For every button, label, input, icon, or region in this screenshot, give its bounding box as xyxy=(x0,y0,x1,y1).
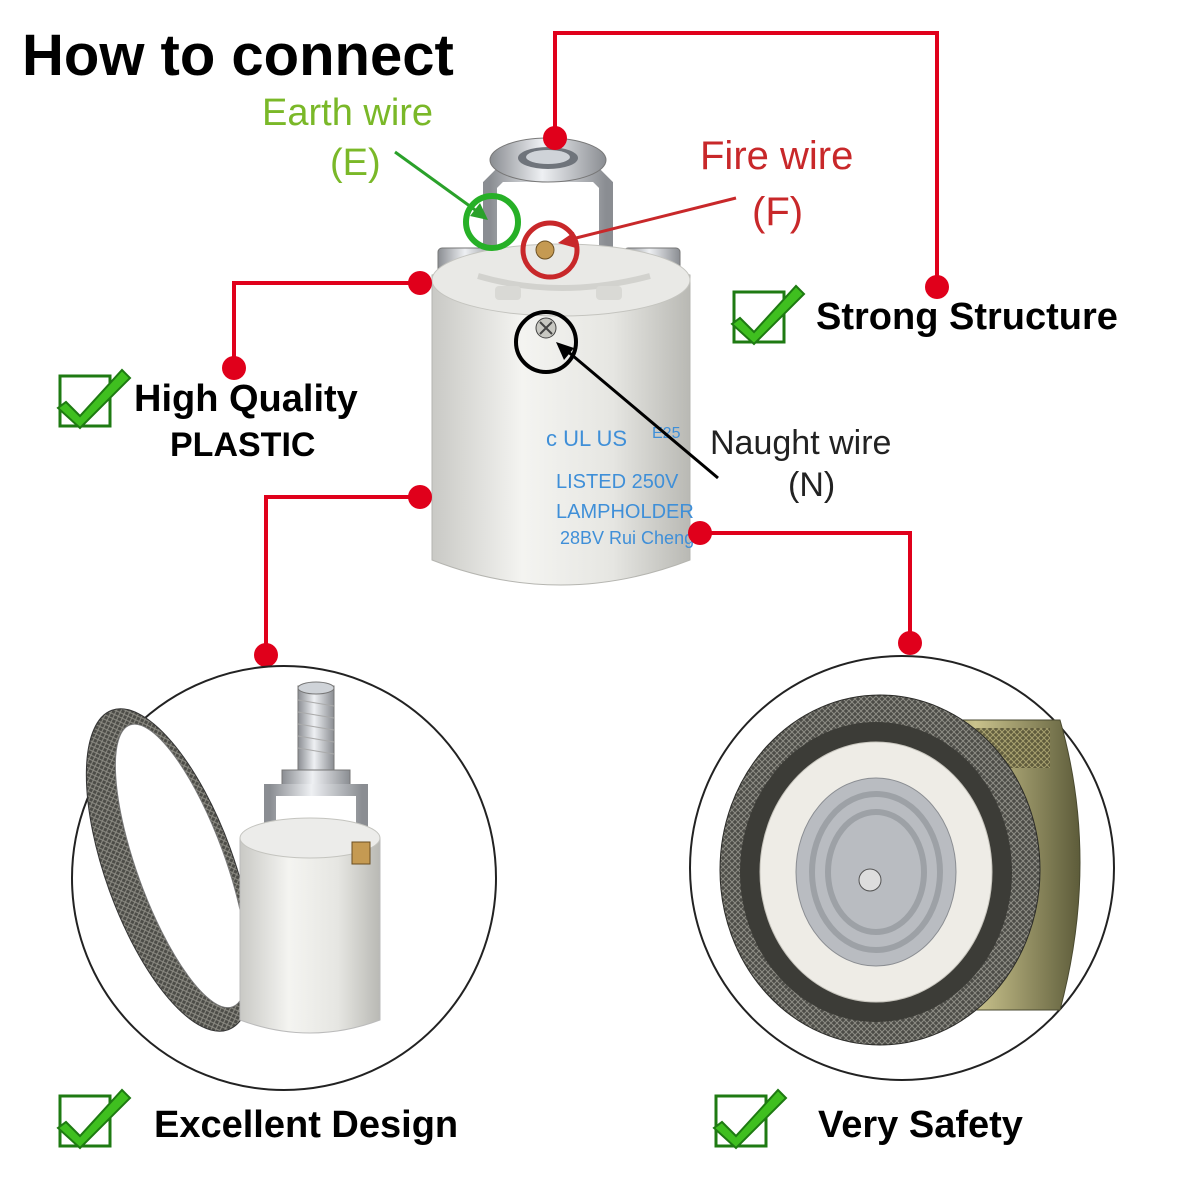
fire-callout xyxy=(520,196,737,280)
neutral-callout xyxy=(514,310,719,480)
socket-print-line3: LISTED 250V xyxy=(556,471,679,493)
fire-wire-label: Fire wire xyxy=(700,134,854,178)
check-icon-very-safety xyxy=(712,1088,788,1150)
check-icon-strong-structure xyxy=(730,284,806,346)
dot-very-safety xyxy=(898,631,922,655)
earth-callout xyxy=(394,150,521,251)
check-icon-excellent-design xyxy=(56,1088,132,1150)
neutral-terminal-ring xyxy=(514,310,578,374)
feature-strong-structure: Strong Structure xyxy=(816,296,1118,338)
safety-photo-circle xyxy=(689,655,1115,1081)
connector-dots xyxy=(222,126,949,667)
dot-body-left-lower xyxy=(408,485,432,509)
feature-high-quality-material: PLASTIC xyxy=(170,426,316,464)
dot-top xyxy=(543,126,567,150)
dot-body-right xyxy=(688,521,712,545)
earth-wire-code: (E) xyxy=(330,142,381,184)
socket-print-line4: LAMPHOLDER xyxy=(556,501,694,523)
neutral-wire-label: Naught wire xyxy=(710,424,892,462)
connector-strong-structure xyxy=(553,31,939,287)
check-icon-high-quality xyxy=(56,368,132,430)
threaded-rod xyxy=(297,685,335,779)
small-ceramic-body xyxy=(239,837,381,1034)
dot-strong-structure xyxy=(925,275,949,299)
dot-body-left-upper xyxy=(408,271,432,295)
feature-high-quality: High Quality xyxy=(134,378,358,420)
earth-wire-label: Earth wire xyxy=(262,92,434,134)
neutral-wire-code: (N) xyxy=(788,466,836,504)
feature-excellent-design: Excellent Design xyxy=(154,1104,459,1146)
socket-print-line1: c UL US xyxy=(546,426,627,451)
socket-print-line5: 28BV Rui Cheng xyxy=(560,528,694,548)
page-title: How to connect xyxy=(22,23,454,88)
dot-excellent-design xyxy=(254,643,278,667)
dot-high-quality xyxy=(222,356,246,380)
fire-terminal-ring xyxy=(520,220,580,280)
connector-high-quality xyxy=(232,281,420,368)
connector-excellent-design xyxy=(264,495,420,655)
connector-very-safety xyxy=(700,531,912,643)
fire-terminal-screw xyxy=(535,240,555,260)
main-socket-photo: c UL US E25 LISTED 250V LAMPHOLDER 28BV … xyxy=(431,137,694,586)
design-photo-circle xyxy=(71,665,497,1091)
feature-very-safety: Very Safety xyxy=(818,1104,1023,1146)
fire-wire-code: (F) xyxy=(752,190,804,234)
connector-lines xyxy=(232,31,939,655)
earth-terminal-ring xyxy=(463,193,521,251)
knurled-ring xyxy=(85,708,255,1032)
